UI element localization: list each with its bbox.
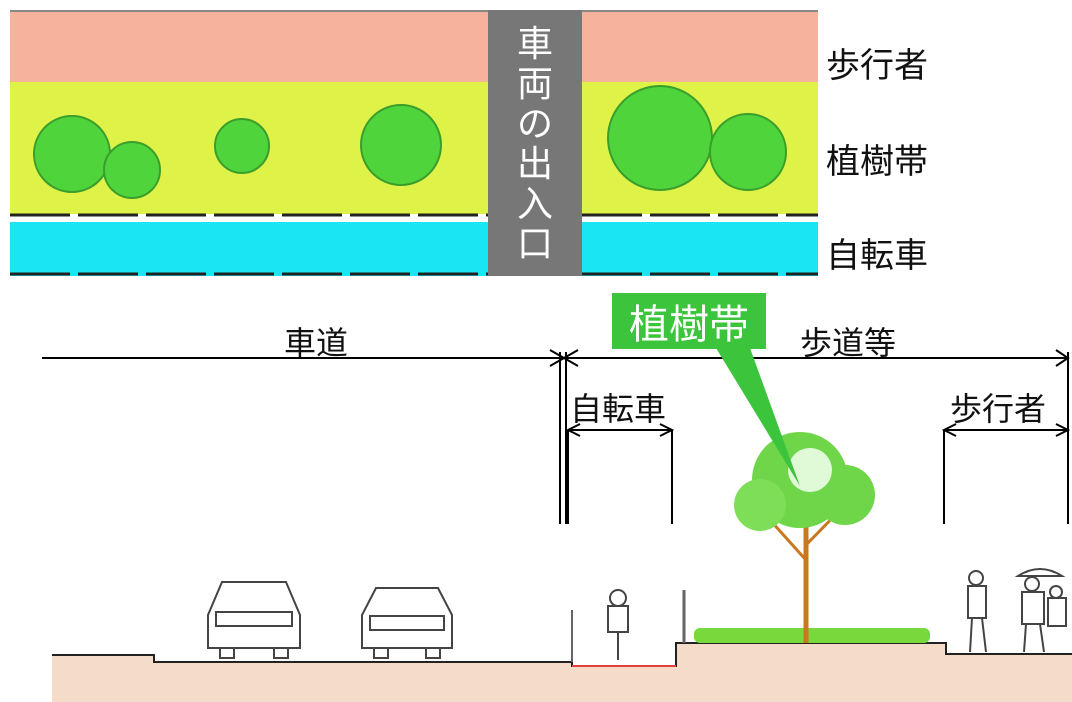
hedge bbox=[694, 628, 930, 643]
roadway-label: 車道 bbox=[284, 324, 349, 362]
callout-pointer bbox=[716, 348, 800, 486]
plan-label-bicycle: 自転車 bbox=[826, 236, 928, 276]
planting-callout: 植樹帯 bbox=[612, 293, 766, 349]
cyclist-icon bbox=[607, 589, 629, 660]
plan-boundaries bbox=[10, 85, 818, 276]
car-icon bbox=[207, 581, 301, 659]
bicycle-band-right bbox=[582, 222, 818, 276]
dimension-lines bbox=[42, 349, 1071, 524]
pedestrian-icon bbox=[967, 570, 987, 653]
tree-icon bbox=[734, 432, 875, 643]
driveway bbox=[488, 10, 582, 276]
plan-label-pedestrian: 歩行者 bbox=[826, 46, 928, 86]
pedestrian-lane-label: 歩行者 bbox=[950, 390, 1047, 428]
plan-label-planting: 植樹帯 bbox=[826, 142, 928, 182]
pedestrian-band-left bbox=[10, 10, 488, 82]
bicycle-band-left bbox=[10, 222, 488, 276]
pedestrian-band-right bbox=[582, 10, 818, 82]
driveway-label: 車 両 の 出 入 口 bbox=[516, 24, 553, 265]
pedestrian-icon bbox=[1014, 568, 1067, 653]
ground bbox=[52, 643, 1072, 702]
car-icon bbox=[361, 587, 453, 659]
sidewalk-label: 歩道等 bbox=[800, 324, 897, 362]
tree-icon bbox=[33, 85, 787, 199]
bicycle-lane-label: 自転車 bbox=[570, 390, 667, 428]
